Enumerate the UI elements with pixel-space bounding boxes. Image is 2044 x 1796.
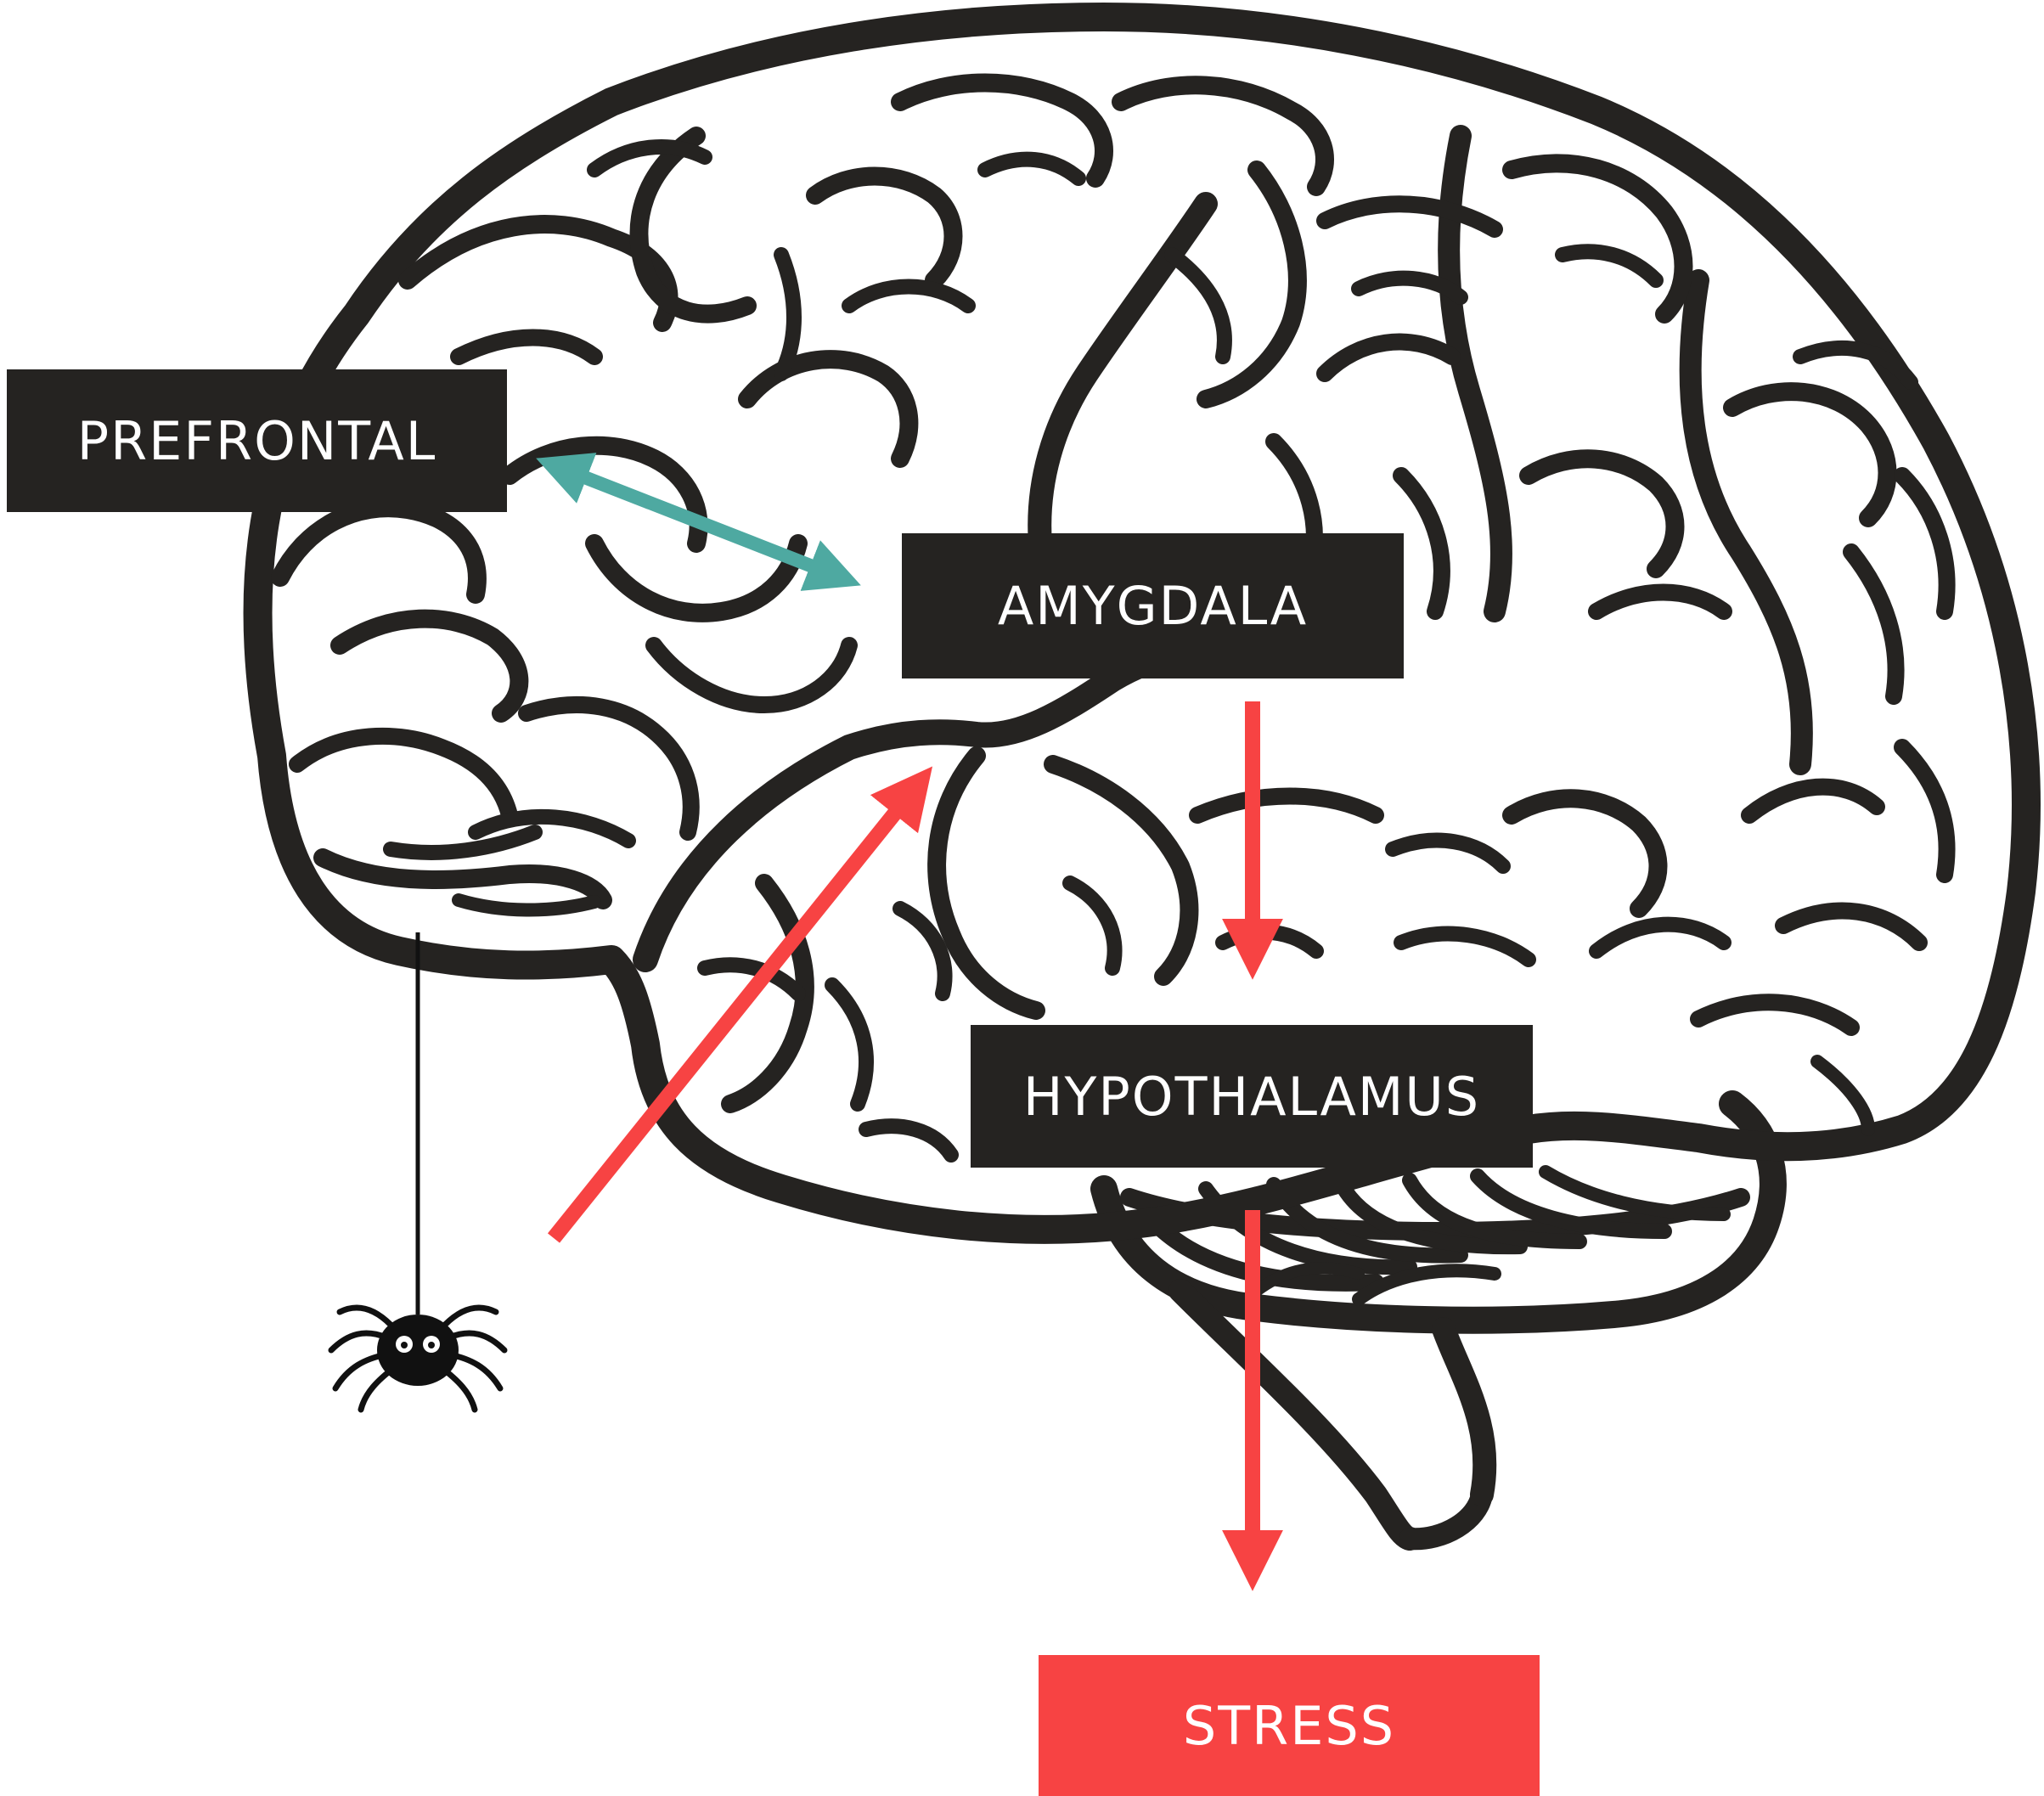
stress-label-box: STRESS	[1039, 1655, 1540, 1796]
prefrontal-label-box: PREFRONTAL	[7, 369, 507, 512]
spider-body	[377, 1315, 459, 1386]
brain-illustration	[257, 17, 2025, 1539]
spider-icon	[331, 932, 504, 1410]
hypothalamus-label: HYPOTHALAMUS	[1023, 1066, 1480, 1128]
spider-pupil-left	[401, 1342, 408, 1348]
prefrontal-label: PREFRONTAL	[77, 410, 437, 472]
spider-pupil-right	[428, 1342, 435, 1348]
occipital-fissure	[1691, 280, 1802, 764]
orbital-lobe	[323, 858, 603, 900]
hypothalamus-label-box: HYPOTHALAMUS	[971, 1025, 1533, 1168]
orbital-inner	[459, 900, 594, 910]
stress-label: STRESS	[1183, 1695, 1395, 1757]
amygdala-label-box: AMYGDALA	[902, 533, 1404, 678]
amygdala-label: AMYGDALA	[998, 575, 1308, 637]
